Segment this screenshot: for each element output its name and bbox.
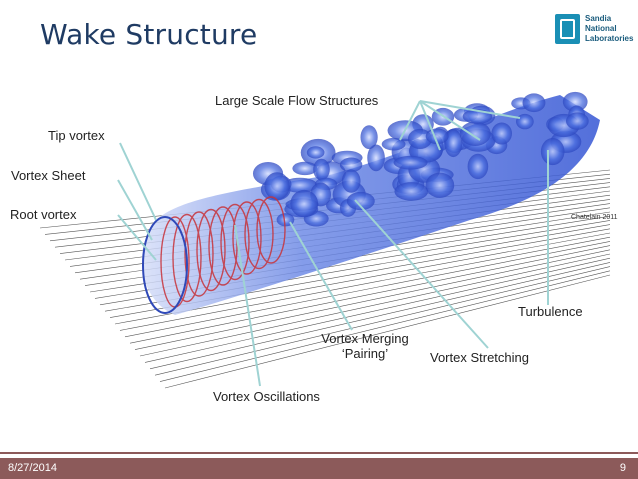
wake-body xyxy=(142,92,600,315)
label-vortex-sheet: Vortex Sheet xyxy=(11,168,85,183)
image-credit: Chatelain 2011 xyxy=(571,214,618,221)
logo-line: Laboratories xyxy=(585,34,629,44)
sandia-logo: Sandia National Laboratories xyxy=(555,14,625,48)
logo-text: Sandia National Laboratories xyxy=(585,14,629,44)
footer-divider xyxy=(0,452,638,454)
logo-line: National xyxy=(585,24,629,34)
label-turbulence: Turbulence xyxy=(518,304,583,319)
footer-bar xyxy=(0,458,638,479)
label-root-vortex: Root vortex xyxy=(10,207,76,222)
footer-date: 8/27/2014 xyxy=(8,462,57,474)
logo-line: Sandia xyxy=(585,14,629,24)
label-tip-vortex: Tip vortex xyxy=(48,128,105,143)
label-large-scale-flow-structures: Large Scale Flow Structures xyxy=(215,93,378,108)
label-vortex-merging-line2: ‘Pairing’ xyxy=(310,346,420,361)
label-vortex-merging: Vortex Merging ‘Pairing’ xyxy=(310,331,420,361)
sandia-logo-icon xyxy=(555,14,580,44)
page-number: 9 xyxy=(620,462,626,474)
label-vortex-merging-line1: Vortex Merging xyxy=(310,331,420,346)
slide-title: Wake Structure xyxy=(40,18,257,51)
label-vortex-stretching: Vortex Stretching xyxy=(430,350,529,365)
label-vortex-oscillations: Vortex Oscillations xyxy=(213,389,320,404)
